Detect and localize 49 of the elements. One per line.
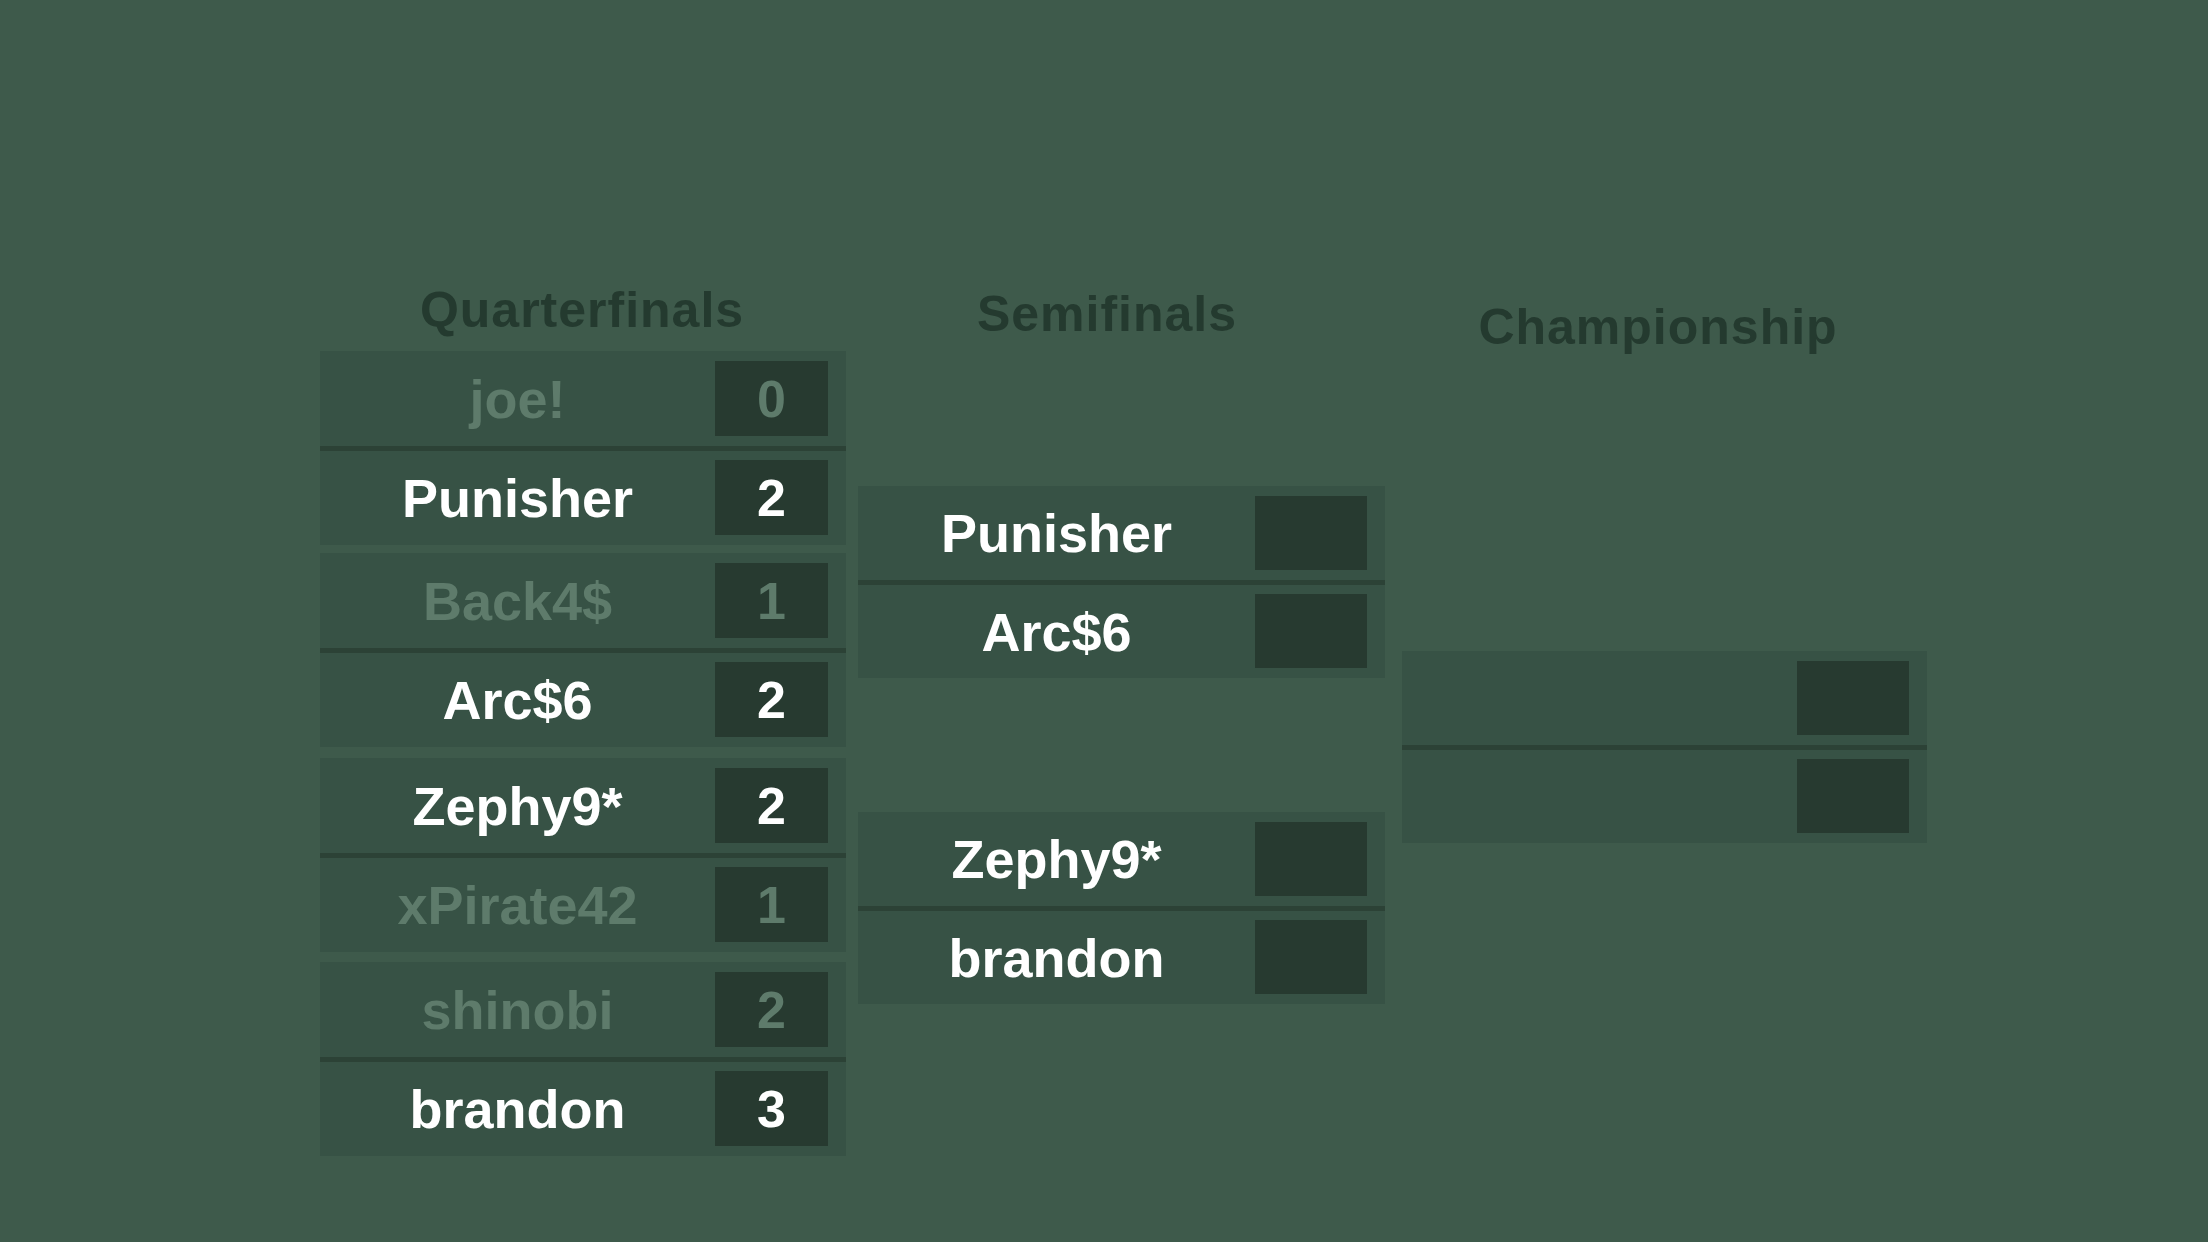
player-row bbox=[320, 758, 846, 853]
score-value: 1 bbox=[757, 574, 786, 627]
score-value: 2 bbox=[757, 673, 786, 726]
match-panel bbox=[320, 553, 846, 747]
score-value: 0 bbox=[757, 372, 786, 425]
score-box bbox=[1797, 661, 1909, 735]
score-value: 2 bbox=[757, 779, 786, 832]
player-row bbox=[320, 962, 846, 1057]
player-name: brandon bbox=[948, 930, 1165, 985]
player-row bbox=[320, 858, 846, 952]
match-panel bbox=[858, 812, 1385, 1004]
score-box bbox=[715, 460, 828, 535]
score-value: 2 bbox=[757, 983, 786, 1036]
player-name: Arc$6 bbox=[442, 673, 593, 727]
match-panel bbox=[858, 486, 1385, 678]
player-row bbox=[858, 486, 1385, 580]
player-row bbox=[320, 553, 846, 648]
score-box bbox=[715, 662, 828, 737]
player-row bbox=[320, 1062, 846, 1156]
match-panel bbox=[320, 962, 846, 1156]
score-value: 3 bbox=[757, 1082, 786, 1135]
score-box bbox=[1255, 920, 1367, 994]
score-box bbox=[715, 972, 828, 1047]
score-box bbox=[1255, 496, 1367, 570]
score-box bbox=[715, 768, 828, 843]
score-box bbox=[715, 1071, 828, 1146]
player-row bbox=[320, 451, 846, 545]
player-name: Arc$6 bbox=[981, 604, 1132, 659]
player-row bbox=[320, 653, 846, 747]
player-row bbox=[320, 351, 846, 446]
player-row bbox=[858, 812, 1385, 906]
score-box bbox=[1255, 822, 1367, 896]
player-row bbox=[1402, 651, 1927, 745]
score-value: 2 bbox=[757, 471, 786, 524]
score-value: 1 bbox=[757, 878, 786, 931]
player-row bbox=[858, 585, 1385, 678]
score-box bbox=[715, 867, 828, 942]
player-name: Punisher bbox=[401, 471, 634, 525]
player-name: brandon bbox=[409, 1082, 626, 1136]
player-name: Punisher bbox=[940, 506, 1173, 560]
player-row bbox=[858, 911, 1385, 1004]
score-box bbox=[715, 361, 828, 436]
match-panel bbox=[320, 758, 846, 952]
score-box bbox=[1255, 594, 1367, 668]
score-box bbox=[715, 563, 828, 638]
score-box bbox=[1797, 759, 1909, 833]
match-panel bbox=[320, 351, 846, 545]
player-row bbox=[1402, 750, 1927, 843]
match-panel bbox=[1402, 651, 1927, 843]
